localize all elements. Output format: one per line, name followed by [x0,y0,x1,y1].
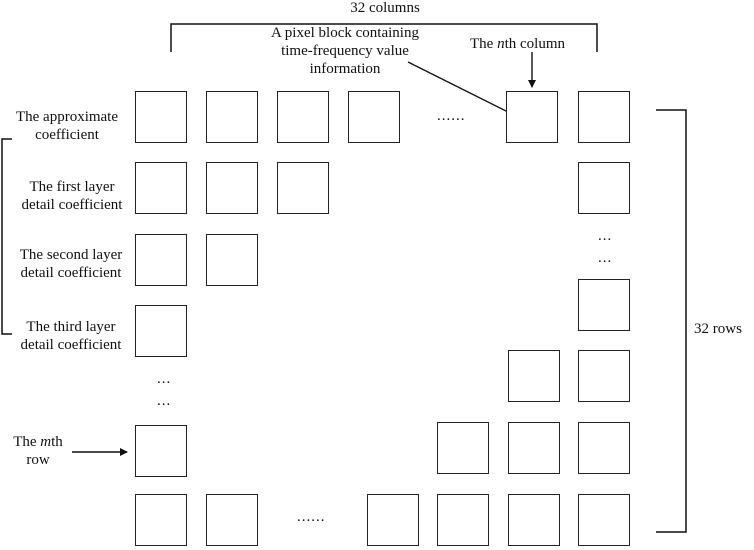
pixel-block-mth-row [135,425,187,477]
row-label-first-layer-line1: The first layer [29,179,115,195]
row-label-second-layer-line2: detail coefficient [20,265,122,281]
pixel-block [206,91,258,143]
pixel-block [348,91,400,143]
pixel-block [578,91,630,143]
callout-line-3: information [309,61,381,77]
ellipsis-top-row: ...... [437,108,466,124]
nth-column-prefix: The [470,36,498,52]
ellipsis-bottom-row: ...... [297,509,326,525]
pixel-block [578,279,630,331]
pixel-block [508,350,560,402]
pixel-block [277,162,329,214]
pixel-block-nth-column [506,91,558,143]
mth-row-suffix: th [51,434,63,450]
pixel-block [206,494,258,546]
columns-brace [170,23,598,52]
row-label-second-layer: The second layer detail coefficient [6,246,136,282]
pixel-block [437,422,489,474]
pixel-block [277,91,329,143]
pixel-block [578,422,630,474]
callout-text: A pixel block containing time-frequency … [225,24,465,78]
pixel-block [135,91,187,143]
coefficient-group-bracket [1,138,12,335]
callout-leader-line [407,61,525,121]
pixel-block [508,422,560,474]
row-label-first-layer: The first layer detail coefficient [8,178,136,214]
callout-line-2: time-frequency value [281,43,409,59]
mth-row-var: m [40,434,52,450]
nth-column-var: n [497,36,505,52]
columns-brace-label: 32 columns [350,0,420,16]
row-label-third-layer: The third layer detail coefficient [6,318,136,354]
pixel-block [578,162,630,214]
pixel-block [578,350,630,402]
row-label-approximate-line1: The approximate [15,109,119,125]
rows-brace-label: 32 rows [694,321,742,337]
row-label-approximate: The approximate coefficient [0,108,134,144]
row-label-third-layer-line2: detail coefficient [20,337,122,353]
row-label-second-layer-line1: The second layer [19,247,123,263]
mth-row-prefix: The [13,434,41,450]
ellipsis-right-column-1: ... [598,228,613,244]
mth-row-label: The mth row [6,433,70,469]
pixel-block [206,234,258,286]
row-label-approximate-line2: coefficient [35,127,99,143]
pixel-block [135,494,187,546]
pixel-block [206,162,258,214]
pixel-block [437,494,489,546]
mth-row-line2: row [26,452,50,468]
ellipsis-left-column-1: ... [157,371,172,387]
callout-line-1: A pixel block containing [271,25,419,41]
ellipsis-left-column-2: ... [157,393,172,409]
pixel-block [135,234,187,286]
nth-column-suffix: th column [504,36,565,52]
pixel-block [135,305,187,357]
rows-brace [656,109,687,533]
pixel-block [135,162,187,214]
nth-column-label: The nth column [470,35,565,53]
pixel-block [508,494,560,546]
ellipsis-right-column-2: ... [598,250,613,266]
pixel-block [367,494,419,546]
pixel-block [578,494,630,546]
row-label-third-layer-line1: The third layer [26,319,116,335]
row-label-first-layer-line2: detail coefficient [21,197,123,213]
